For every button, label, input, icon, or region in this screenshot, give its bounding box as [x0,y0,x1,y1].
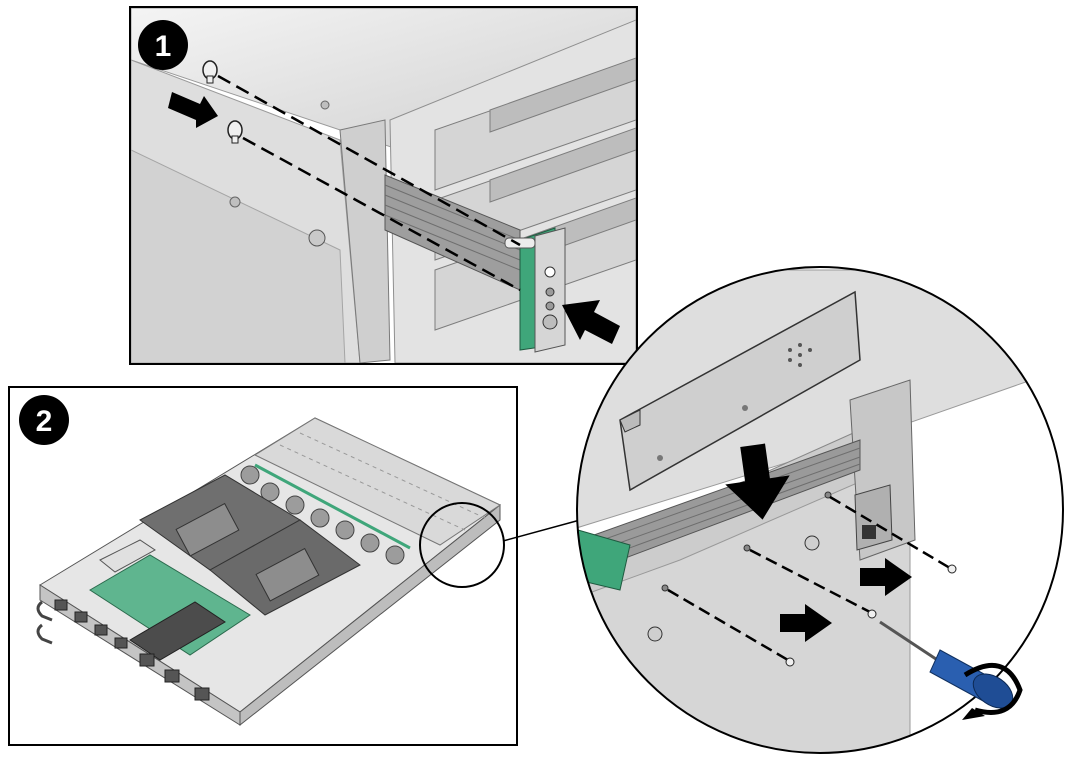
screw-icon [947,564,957,574]
alignment-dashed-lines [217,74,521,292]
step-1-badge: 1 [138,20,188,70]
svg-text:2: 2 [36,405,53,438]
rear-io-ports [54,599,210,701]
server-top-overview [36,417,502,727]
screw-path-dashed-lines [667,495,951,662]
led-cover-plate [619,290,861,492]
fan-row [240,465,405,565]
zoom-source-circle [419,502,505,588]
screw-icon [867,609,877,619]
down-arrow-icon [725,443,790,520]
mounting-screw-icon [202,60,218,84]
chassis-screw-hole [308,229,326,247]
mounting-screw-icon [227,120,243,144]
chassis-screw-hole [320,100,330,110]
push-direction-arrow-icon [562,300,620,344]
step-1-panel: 1 [129,6,638,365]
push-arrow-icon [780,604,832,642]
screw-icon [785,657,795,667]
psu-handle [36,623,53,645]
screwdriver-icon [879,620,1023,720]
zoom-detail-circle [576,266,1064,754]
server-front-corner-view [131,8,636,363]
step-2-badge: 2 [19,395,69,445]
front-led-board [504,227,566,353]
chassis-screw-hole [229,196,241,208]
svg-text:1: 1 [155,30,172,63]
zoom-connector-line [502,519,581,542]
push-arrow-icon [860,558,912,596]
step-2-panel: 2 [8,386,518,746]
slide-direction-arrow-icon [168,92,218,128]
psu-handle [36,600,53,622]
